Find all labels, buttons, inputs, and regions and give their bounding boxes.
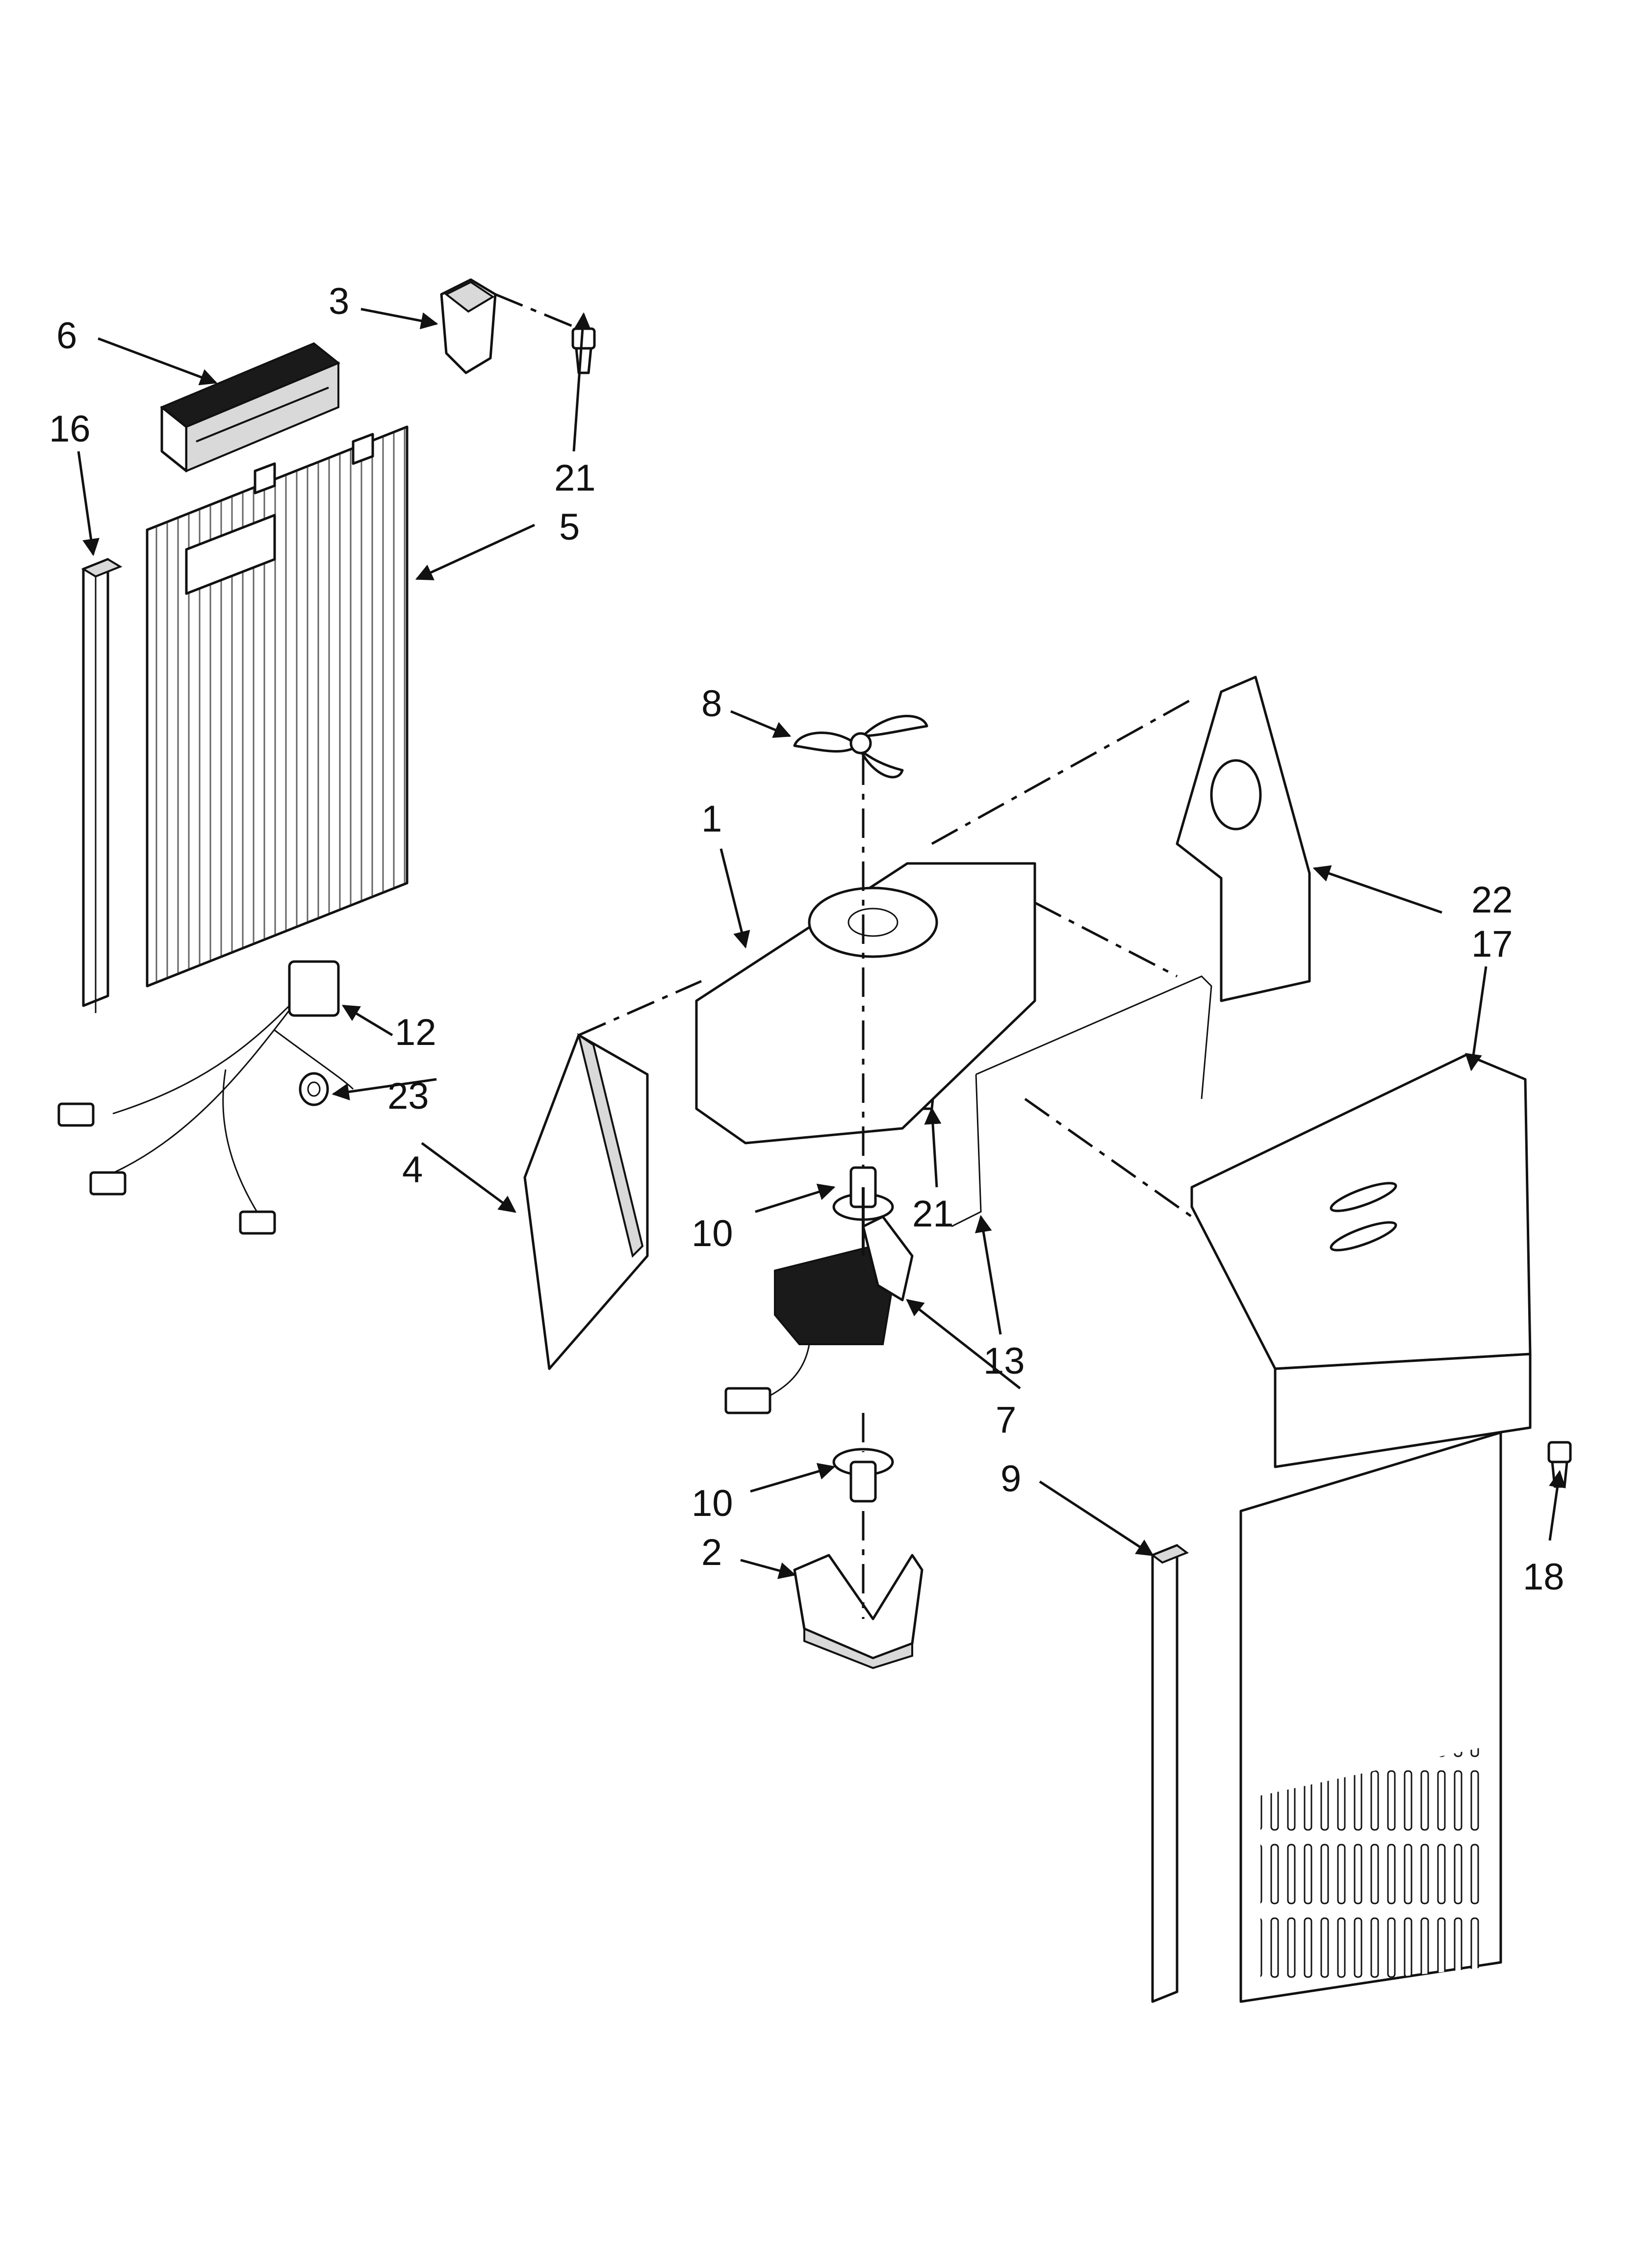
callout-9: 9: [1001, 1458, 1021, 1500]
part-9-gasket-strip: [1150, 1544, 1189, 2003]
callout-10-lower: 10: [692, 1483, 733, 1524]
callout-18: 18: [1523, 1556, 1565, 1598]
callout-4: 4: [402, 1149, 423, 1191]
part-3-bracket: [440, 278, 497, 374]
callout-8: 8: [701, 683, 722, 725]
part-6-louver: [160, 342, 340, 473]
part-22-right-shroud: [1176, 676, 1311, 1002]
part-8-fan-blade: [793, 715, 928, 779]
callout-12: 12: [395, 1012, 436, 1053]
callout-21-middle: 21: [912, 1193, 954, 1235]
part-2-bracket: [793, 1554, 924, 1669]
part-4-grommet: [299, 1072, 329, 1106]
part-12-wire-harness: [57, 960, 354, 1235]
alignment-lines: [495, 293, 1198, 1619]
part-16-gasket-strip: [81, 558, 123, 1013]
callout-6: 6: [56, 315, 77, 357]
part-23-left-shroud: [523, 1033, 649, 1370]
part-1-fan-housing: [695, 862, 1036, 1145]
part-7-fan-motor: [724, 1187, 914, 1414]
callout-3: 3: [329, 281, 349, 322]
callout-7: 7: [996, 1399, 1016, 1441]
callout-2: 2: [701, 1532, 722, 1573]
part-17-duct-panel: [1190, 1053, 1532, 2003]
part-5-evaporator-cover: [146, 425, 409, 988]
callout-10-upper: 10: [692, 1213, 733, 1254]
callout-5: 5: [559, 506, 580, 548]
callout-labels: 3 6 16 21 5 8 1 22 17 12 23 4 21 10 13 7…: [49, 281, 1565, 1598]
callout-16: 16: [49, 408, 91, 450]
callout-22: 22: [1471, 879, 1513, 921]
part-13-wire-bracket: [951, 975, 1212, 1227]
part-21-screw-top: [571, 327, 596, 374]
part-10-mount-lower: [832, 1448, 894, 1503]
callout-1: 1: [701, 798, 722, 840]
callout-21-top: 21: [554, 457, 596, 499]
callout-23: 23: [387, 1075, 429, 1117]
callout-17: 17: [1471, 923, 1513, 965]
callout-13: 13: [983, 1340, 1025, 1382]
leader-arrows: [77, 308, 1566, 1579]
